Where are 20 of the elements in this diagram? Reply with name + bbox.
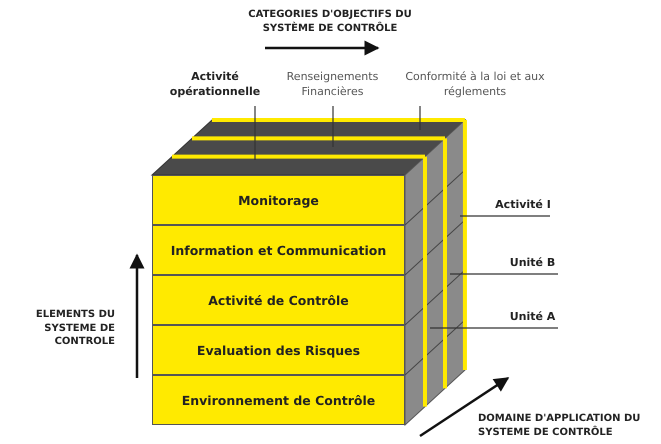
leader-line: [430, 327, 558, 329]
category-label: Renseignements Financières: [270, 70, 395, 100]
leader-line: [450, 273, 558, 275]
unit-label: Activité I: [488, 198, 558, 213]
axis-heading: ELEMENTS DU SYSTEME DE CONTROLE: [34, 308, 115, 348]
component-row: Evaluation des Risques: [152, 325, 405, 375]
leader-line: [460, 215, 550, 217]
unit-label: Unité B: [505, 256, 560, 271]
leader-line: [254, 106, 256, 160]
category-label: Conformité à la loi et aux réglements: [405, 70, 545, 100]
category-label: Activité opérationnelle: [165, 70, 265, 100]
unit-label: Unité A: [505, 310, 560, 325]
component-row: Activité de Contrôle: [152, 275, 405, 325]
component-row: Monitorage: [152, 175, 405, 225]
axis-heading: CATEGORIES D'OBJECTIFS DU SYSTÈME DE CONTRÔLE: [247, 8, 413, 35]
component-row: Information et Communication: [152, 225, 405, 275]
axis-heading: DOMAINE D'APPLICATION DU SYSTEME DE CONTRÔLE: [478, 412, 642, 439]
leader-line: [332, 106, 334, 147]
component-row: Environnement de Contrôle: [152, 375, 405, 425]
leader-line: [419, 106, 421, 130]
